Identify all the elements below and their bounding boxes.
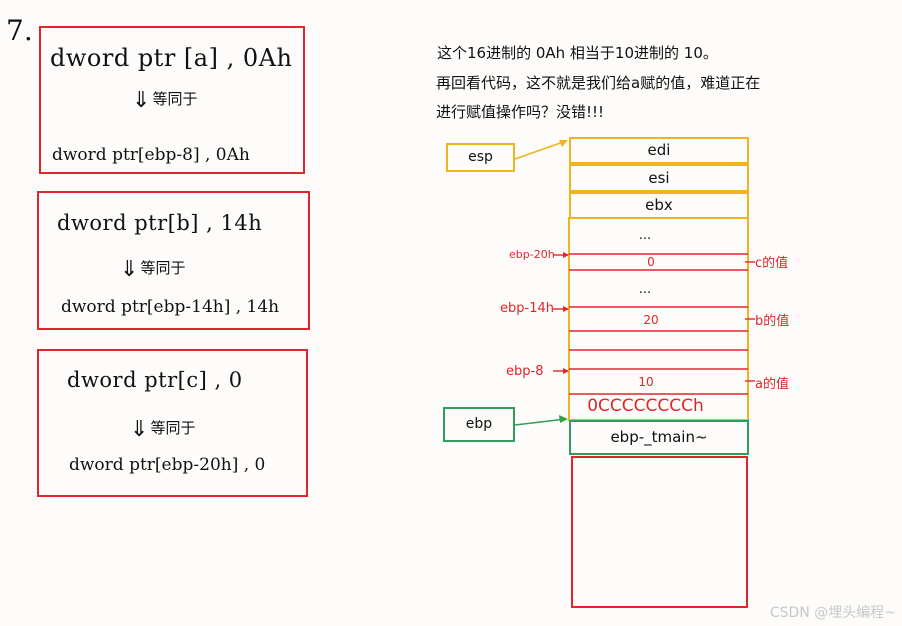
note-line-3: 进行赋值操作吗？没错!!! — [436, 103, 605, 121]
pointer-ebp-8: ebp-8 — [506, 364, 544, 379]
watermark: CSDN @埋头编程~ — [769, 605, 896, 621]
code-line-a: dword ptr [a] , 0Ah — [50, 44, 293, 72]
equivalence-label: 等同于 — [150, 419, 196, 437]
code-line-b: dword ptr[b] , 14h — [57, 211, 263, 235]
equivalence-a: ⇓等同于 — [132, 88, 197, 113]
stack-cell-ebx: ebx — [569, 192, 749, 219]
value-label-b: b的值 — [755, 314, 790, 329]
note-line-2: 再回看代码，这不就是我们给a赋的值，难道正在 — [436, 74, 761, 92]
code-line-a-ebp: dword ptr[ebp-8] , 0Ah — [52, 145, 250, 165]
value-label-a: a的值 — [755, 377, 789, 392]
ebp-label: ebp — [443, 407, 515, 442]
stack-cell-bottom — [571, 456, 748, 608]
esp-label: esp — [446, 143, 515, 172]
stack-cell-c-value: 0 — [647, 255, 655, 269]
stack-cell-saved-ebp: ebp-_tmain~ — [569, 420, 749, 455]
equivalence-b: ⇓等同于 — [120, 257, 185, 282]
stack-ellipsis: ... — [638, 282, 652, 297]
code-box-b — [37, 191, 310, 330]
double-down-arrow-icon: ⇓ — [132, 88, 151, 113]
stack-cell-b-value: 20 — [643, 313, 659, 327]
code-box-a — [39, 26, 305, 174]
code-line-b-ebp: dword ptr[ebp-14h] , 14h — [61, 297, 280, 317]
stack-cell-cccc: 0CCCCCCCCh — [587, 396, 704, 416]
pointer-ebp-20h: ebp-20h — [509, 248, 555, 261]
equivalence-label: 等同于 — [152, 90, 198, 108]
item-number: 7. — [6, 14, 33, 47]
stack-cell-a-value: 10 — [638, 375, 654, 389]
equivalence-c: ⇓等同于 — [130, 417, 195, 442]
double-down-arrow-icon: ⇓ — [120, 257, 139, 282]
code-line-c: dword ptr[c] , 0 — [67, 368, 243, 392]
stack-cell-empty — [569, 350, 748, 369]
stack-ellipsis: ... — [638, 228, 652, 243]
value-label-c: c的值 — [755, 256, 789, 271]
code-line-c-ebp: dword ptr[ebp-20h] , 0 — [69, 455, 266, 475]
code-box-c — [37, 349, 308, 497]
equivalence-label: 等同于 — [140, 259, 186, 277]
note-line-1: 这个16进制的 0Ah 相当于10进制的 10。 — [437, 44, 718, 62]
pointer-ebp-14h: ebp-14h — [500, 301, 554, 316]
double-down-arrow-icon: ⇓ — [130, 417, 149, 442]
stack-cell-edi: edi — [569, 137, 749, 164]
stack-cell-esi: esi — [569, 164, 749, 192]
